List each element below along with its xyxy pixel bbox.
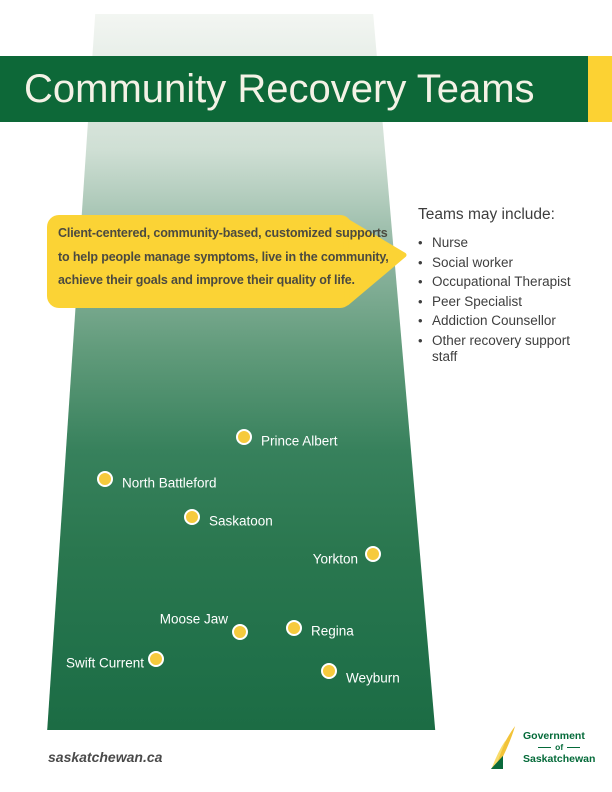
- teams-item-label: Social worker: [432, 254, 514, 270]
- city-label: North Battleford: [122, 475, 217, 491]
- city-label: Prince Albert: [261, 433, 338, 449]
- teams-item-label: Occupational Therapist: [432, 274, 571, 289]
- teams-item-label: Peer Specialist: [432, 293, 523, 309]
- city-label: Regina: [311, 623, 354, 639]
- teams-list-item: • Addiction Counsellor: [418, 313, 590, 330]
- page-title: Community Recovery Teams: [24, 66, 535, 111]
- city-marker-dot: [365, 546, 381, 562]
- teams-list: • Nurse • Social worker • Occupational Therap…: [418, 235, 590, 366]
- bullet-icon: •: [418, 274, 423, 289]
- city-label: Moose Jaw: [159, 611, 228, 627]
- city-marker-dot: [236, 429, 252, 445]
- header-accent-block: [588, 56, 612, 122]
- city-marker-dot: [321, 663, 337, 679]
- city-label: Weyburn: [346, 670, 400, 686]
- teams-item-label: Nurse: [432, 235, 469, 250]
- teams-item-label: Addiction Counsellor: [432, 313, 556, 328]
- logo-dash-right: [567, 747, 581, 748]
- bubble-line: to help people manage symptoms, live in …: [58, 249, 389, 264]
- city-label: Yorkton: [312, 551, 358, 567]
- teams-heading: Teams may include:: [418, 206, 555, 223]
- logo-line-of: of: [523, 742, 595, 752]
- header-band: Community Recovery Teams: [0, 56, 588, 122]
- bullet-icon: •: [418, 332, 423, 348]
- teams-list-item: • Social worker: [418, 255, 590, 272]
- city-marker-dot: [184, 509, 200, 525]
- teams-list-item: • Nurse: [418, 235, 590, 252]
- bubble-line: Client-centered, community-based, custom…: [58, 226, 388, 240]
- city-marker-dot: [97, 471, 113, 487]
- logo-dash-left: [538, 747, 552, 748]
- logo-line-government: Government: [523, 729, 585, 742]
- wheat-sheaf-icon: [490, 726, 516, 769]
- teams-item-label: Other recovery support staff: [432, 332, 571, 365]
- government-of-saskatchewan-logo: Government of Saskatchewan: [489, 724, 595, 771]
- teams-list-item: • Occupational Therapist: [418, 274, 590, 291]
- bullet-icon: •: [418, 235, 423, 250]
- teams-panel: Teams may include: •Nurse•Social worker•…: [418, 205, 590, 369]
- saskatchewan-map: [47, 14, 436, 730]
- logo-text: Government of Saskatchewan: [523, 730, 595, 765]
- bubble-text: Client-centered, community-based, custom…: [58, 222, 389, 293]
- logo-line-saskatchewan: Saskatchewan: [523, 752, 596, 765]
- bullet-icon: •: [418, 254, 423, 270]
- city-marker-dot: [286, 620, 302, 636]
- city-marker-dot: [232, 624, 248, 640]
- bubble-line: achieve their goals and improve their qu…: [58, 273, 355, 287]
- speech-bubble-shape: [47, 215, 407, 308]
- teams-list-item: • Other recovery support staff: [418, 333, 590, 366]
- saskatchewan-ca-link[interactable]: saskatchewan.ca: [48, 749, 163, 765]
- bullet-icon: •: [418, 313, 423, 328]
- city-marker-dot: [148, 651, 164, 667]
- city-label: Saskatoon: [209, 513, 273, 529]
- city-label: Swift Current: [65, 655, 144, 671]
- bullet-icon: •: [418, 293, 423, 309]
- teams-list-item: • Peer Specialist: [418, 294, 590, 311]
